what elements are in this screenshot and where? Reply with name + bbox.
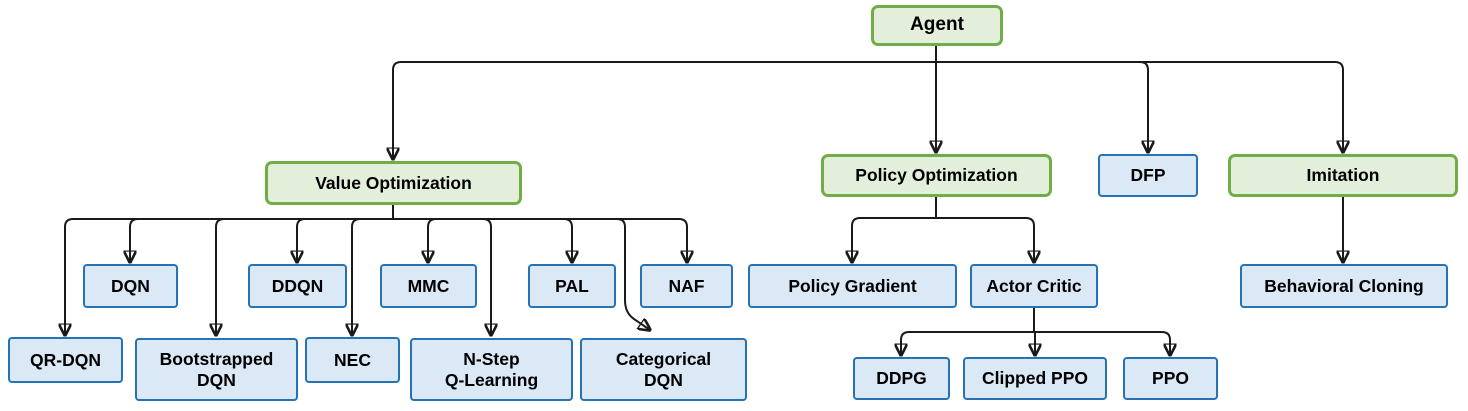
edge-ac-ppo xyxy=(1161,331,1170,355)
node-ppo-label: PPO xyxy=(1152,368,1189,389)
node-naf-label: NAF xyxy=(668,275,705,296)
node-value-optimization: Value Optimization xyxy=(265,161,522,205)
edge-vo-bootstrapped-dqn xyxy=(216,218,225,335)
edge-ac-ddpg xyxy=(901,331,910,355)
node-imitation: Imitation xyxy=(1228,154,1458,197)
edge-vo-mmc xyxy=(428,218,437,262)
node-clipped-ppo: Clipped PPO xyxy=(963,357,1107,400)
node-dfp-label: DFP xyxy=(1130,165,1166,186)
node-mmc-label: MMC xyxy=(407,275,450,296)
node-mmc: MMC xyxy=(380,264,477,308)
node-imitation-label: Imitation xyxy=(1306,165,1380,186)
node-ppo: PPO xyxy=(1123,357,1218,400)
edge-agent-imitation xyxy=(1334,61,1343,152)
node-ddqn: DDQN xyxy=(248,264,347,308)
node-naf: NAF xyxy=(640,264,733,308)
node-pal-label: PAL xyxy=(555,275,589,296)
node-qr-dqn-label: QR-DQN xyxy=(30,349,101,370)
node-agent-label: Agent xyxy=(910,14,964,36)
edge-vo-pal xyxy=(563,218,572,262)
edge-vo-dqn xyxy=(130,218,139,262)
node-dfp: DFP xyxy=(1098,154,1198,197)
edge-po-policy-gradient xyxy=(852,217,861,262)
node-agent: Agent xyxy=(871,5,1003,46)
node-actor-critic: Actor Critic xyxy=(970,264,1098,308)
node-categorical-dqn-label: Categorical DQN xyxy=(615,348,712,390)
node-bootstrapped-dqn-label: Bootstrapped DQN xyxy=(159,348,274,390)
node-bootstrapped-dqn: Bootstrapped DQN xyxy=(135,338,298,401)
node-dqn-label: DQN xyxy=(111,275,150,296)
node-n-step-q-learning-label: N-Step Q-Learning xyxy=(444,348,539,390)
node-actor-critic-label: Actor Critic xyxy=(986,275,1082,296)
node-nec: NEC xyxy=(305,337,400,383)
node-qr-dqn: QR-DQN xyxy=(8,337,123,383)
node-nec-label: NEC xyxy=(334,349,371,370)
node-behavioral-cloning: Behavioral Cloning xyxy=(1240,264,1448,308)
node-clipped-ppo-label: Clipped PPO xyxy=(982,368,1088,389)
node-pal: PAL xyxy=(528,264,616,308)
edge-agent-value-optimization xyxy=(393,61,402,159)
node-policy-optimization-label: Policy Optimization xyxy=(855,165,1018,186)
node-ddpg-label: DDPG xyxy=(876,368,927,389)
node-ddpg: DDPG xyxy=(853,357,950,400)
node-n-step-q-learning: N-Step Q-Learning xyxy=(410,338,573,401)
edge-vo-naf xyxy=(678,218,687,262)
node-policy-gradient: Policy Gradient xyxy=(748,264,957,308)
node-policy-optimization: Policy Optimization xyxy=(821,154,1052,197)
node-dqn: DQN xyxy=(83,264,178,308)
edge-vo-qr-dqn xyxy=(65,218,74,335)
edge-agent-dfp xyxy=(1139,61,1148,152)
node-ddqn-label: DDQN xyxy=(271,275,324,296)
edge-po-actor-critic xyxy=(1025,217,1034,262)
node-value-optimization-label: Value Optimization xyxy=(315,172,472,193)
node-categorical-dqn: Categorical DQN xyxy=(580,338,747,401)
edge-vo-nec xyxy=(352,218,361,335)
edge-vo-ddqn xyxy=(297,218,306,262)
node-behavioral-cloning-label: Behavioral Cloning xyxy=(1264,275,1424,296)
node-policy-gradient-label: Policy Gradient xyxy=(788,275,917,296)
edge-vo-n-step xyxy=(482,218,491,335)
